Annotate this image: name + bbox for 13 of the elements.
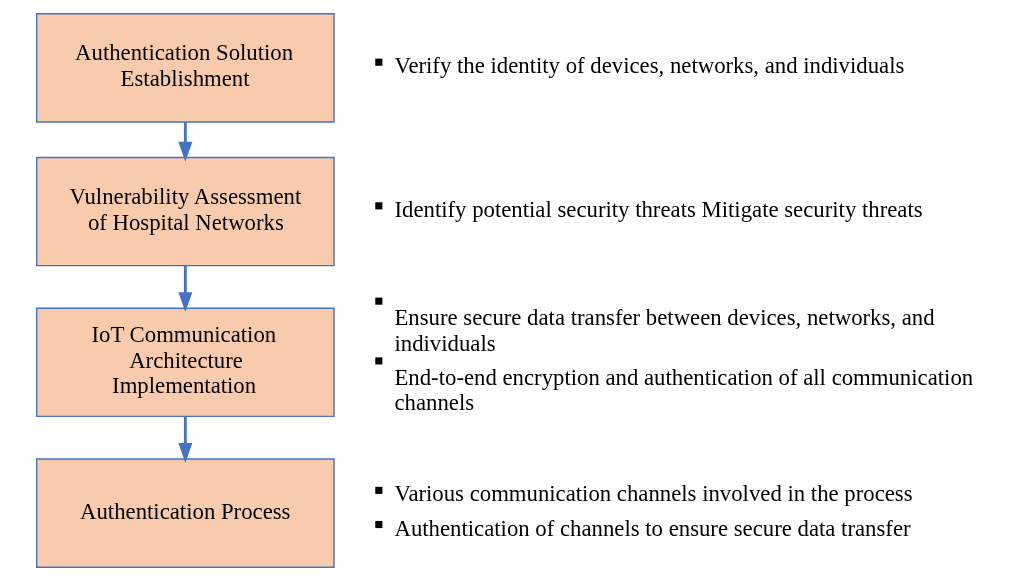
- node-label: Ensure secure data transfer between devices, networks, and individuals: [393, 305, 935, 356]
- node-label: End-to-end encryption and authentication of all communication channels: [393, 364, 973, 416]
- node-box: Vulnerability Assessment of Hospital Networks: [35, 156, 335, 267]
- node-box: IoT Communication Architecture Implementation: [35, 307, 335, 418]
- arrow: [177, 265, 192, 313]
- node-label: Verify the identity of devices, networks, and individuals: [393, 53, 904, 79]
- node-box: Authentication Solution Establishment: [35, 13, 335, 123]
- arrow: [177, 122, 192, 162]
- node-label: Authentication of channels to ensure secure data transfer: [393, 515, 911, 541]
- node-label: Identify potential security threats Mitigate security threats: [393, 196, 923, 222]
- node-box: Authentication Process: [35, 458, 335, 568]
- arrow: [177, 416, 192, 463]
- node-label: Various communication channels involved in the process: [393, 481, 913, 507]
